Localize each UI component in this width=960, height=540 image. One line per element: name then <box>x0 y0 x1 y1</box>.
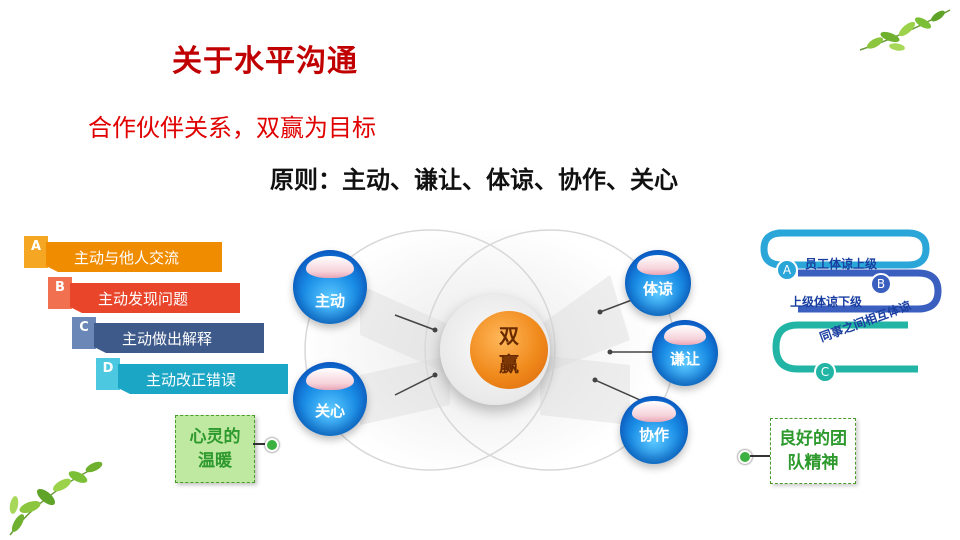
leaf-branch-bottom-left-icon <box>9 461 103 536</box>
step-label-d: 主动改正错误 <box>118 364 288 394</box>
right-sticker-line1: 良好的团 <box>779 429 847 449</box>
sphere-initiative-label: 主动 <box>314 292 345 310</box>
leaf-branch-top-right-icon <box>859 9 951 51</box>
step-label-b: 主动发现问题 <box>70 283 240 313</box>
principle-text: 原则：主动、谦让、体谅、协作、关心 <box>270 166 678 194</box>
sphere-initiative: 主动 <box>293 250 367 324</box>
left-sticker-line1: 心灵的 <box>189 427 241 447</box>
sphere-understanding-label: 体谅 <box>642 280 673 298</box>
right-sticker-line2: 队精神 <box>787 453 839 473</box>
step-letter-a: A <box>24 236 48 268</box>
ribbon-badge-c-icon: C <box>814 361 836 383</box>
ribbon-badge-a-icon: A <box>776 259 798 281</box>
step-label-a: 主动与他人交流 <box>46 242 222 272</box>
step-letter-d: D <box>96 358 120 390</box>
sphere-care: 关心 <box>293 362 367 436</box>
page-title: 关于水平沟通 <box>172 44 358 79</box>
ribbon-text-a: 员工体谅上级 <box>805 257 878 271</box>
subtitle: 合作伙伴关系，双赢为目标 <box>88 114 376 142</box>
left-step-a: A 主动与他人交流 <box>24 236 224 272</box>
sphere-cooperation-label: 协作 <box>638 426 669 444</box>
step-letter-c: C <box>72 317 96 349</box>
step-label-c: 主动做出解释 <box>94 323 264 353</box>
center-line2: 赢 <box>499 352 519 376</box>
right-sticker-connector <box>750 455 772 457</box>
center-win-win: 双 赢 <box>470 311 548 389</box>
left-sticker-connector <box>253 443 267 445</box>
center-line1: 双 <box>499 324 519 348</box>
right-sticker-pin-icon <box>738 450 752 464</box>
left-step-d: D 主动改正错误 <box>96 358 296 394</box>
left-step-c: C 主动做出解释 <box>72 317 272 353</box>
left-sticker-pin-icon <box>265 438 279 452</box>
center-rings <box>304 229 676 471</box>
left-sticker-line2: 温暖 <box>198 451 232 471</box>
sphere-understanding: 体谅 <box>625 250 691 316</box>
left-sticker: 心灵的 温暖 <box>175 415 255 483</box>
sphere-modesty: 谦让 <box>652 320 718 386</box>
sphere-modesty-label: 谦让 <box>669 350 700 368</box>
sphere-care-label: 关心 <box>314 402 345 420</box>
sphere-cooperation: 协作 <box>620 396 688 464</box>
step-letter-b: B <box>48 277 72 309</box>
ribbon-text-b: 上级体谅下级 <box>790 295 863 309</box>
left-step-b: B 主动发现问题 <box>48 277 248 313</box>
ribbon-badge-b-icon: B <box>870 273 892 295</box>
right-sticker: 良好的团 队精神 <box>770 418 856 484</box>
ribbon-shapes <box>760 229 942 373</box>
